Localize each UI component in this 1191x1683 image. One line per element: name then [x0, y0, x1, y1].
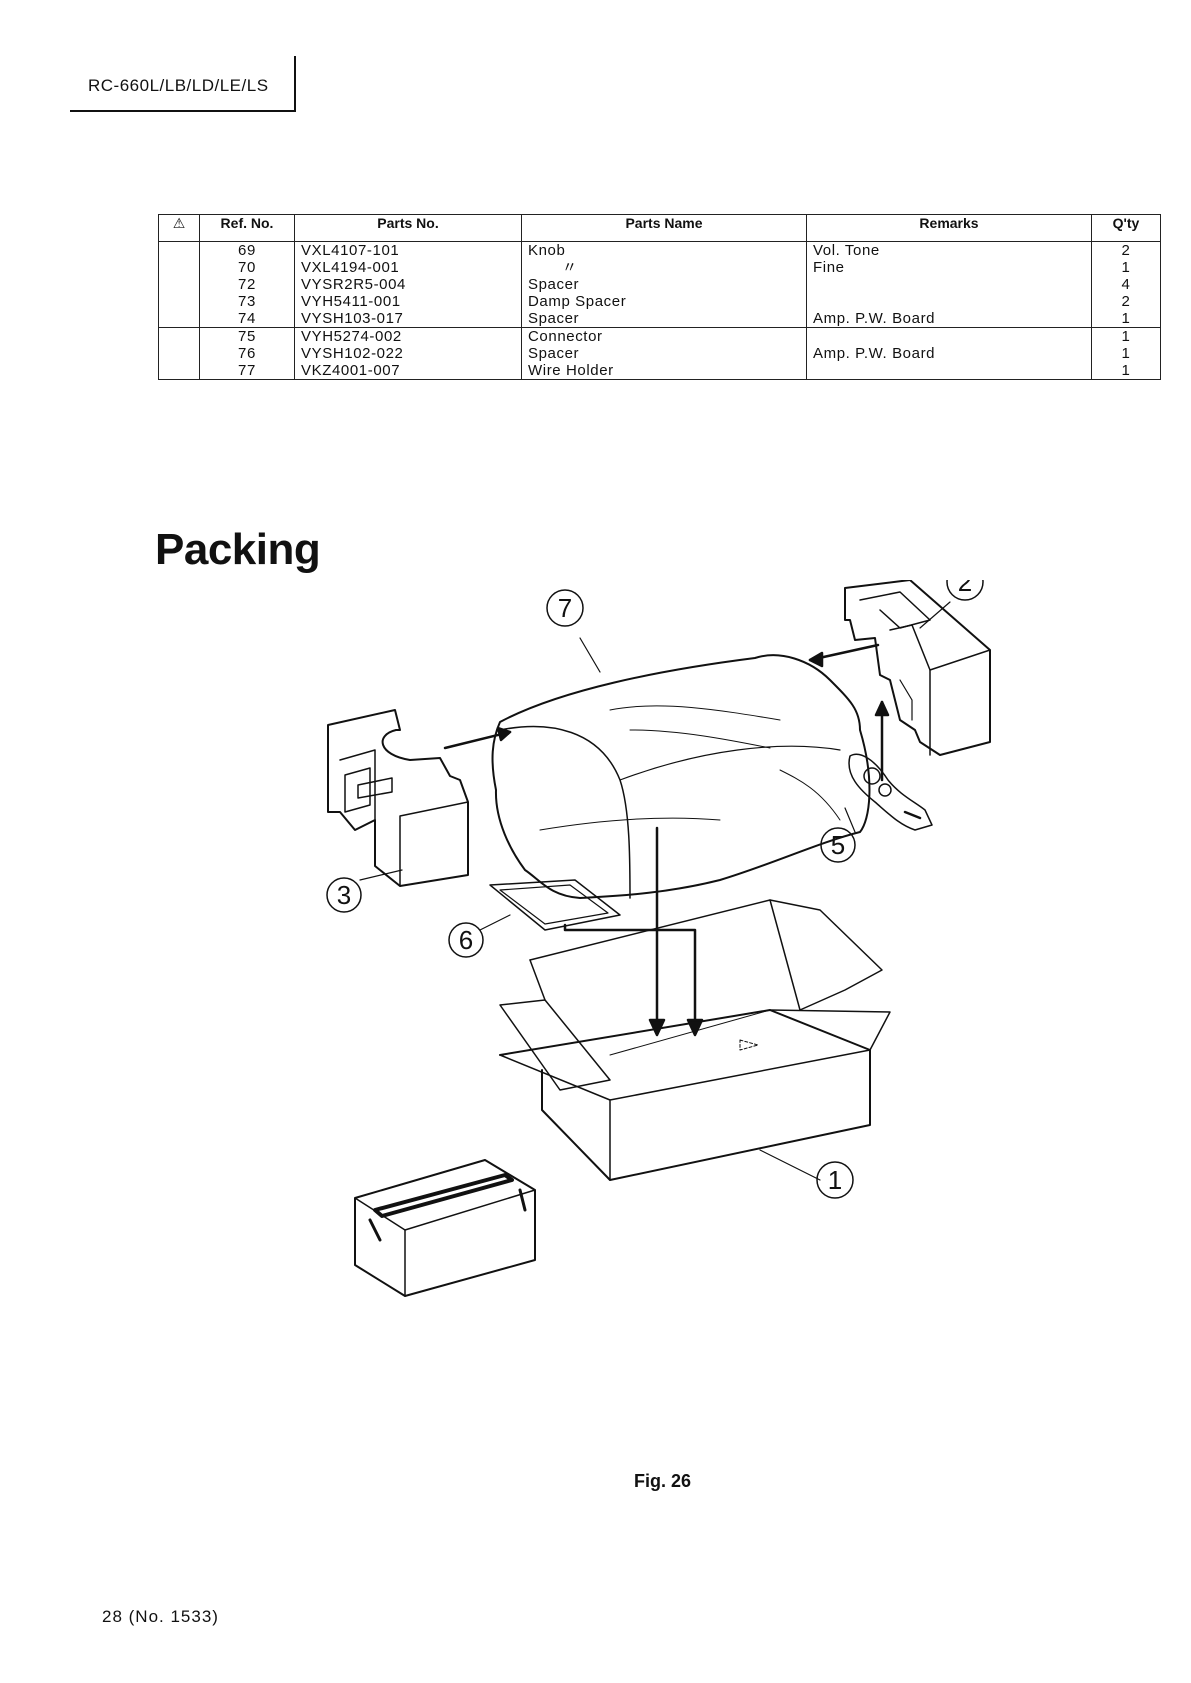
- qty-cell: 2: [1091, 293, 1161, 310]
- part-name-cell: Connector: [521, 327, 807, 345]
- ref-cell: 77: [199, 362, 295, 380]
- warning-cell: [158, 293, 200, 310]
- qty-cell: 4: [1091, 276, 1161, 293]
- figure-caption: Fig. 26: [634, 1471, 692, 1491]
- ref-cell: 70: [199, 259, 295, 276]
- part-name-cell: Damp Spacer: [521, 293, 807, 310]
- callout-markers: [326, 580, 984, 1199]
- right-cushion-illustration: [844, 580, 991, 756]
- remarks-cell: Fine: [806, 259, 1092, 276]
- callout-3-label: 3: [337, 880, 351, 910]
- part-no-cell: VYSH103-017: [294, 310, 522, 328]
- remarks-header: Remarks: [806, 214, 1092, 242]
- qty-cell: 1: [1091, 259, 1161, 276]
- ref-cell: 69: [199, 241, 295, 259]
- qty-cell: 2: [1091, 241, 1161, 259]
- table-row: 77 VKZ4001-007 Wire Holder 1: [158, 362, 1161, 380]
- part-no-cell: VYSR2R5-004: [294, 276, 522, 293]
- part-name-cell: 〃: [521, 259, 807, 276]
- part-no-cell: VYH5411-001: [294, 293, 522, 310]
- callout-5-label: 5: [831, 830, 845, 860]
- warning-cell: [158, 276, 200, 293]
- callout-3-circle: [326, 877, 362, 913]
- parts-name-header: Parts Name: [521, 214, 807, 242]
- model-label: RC-660L/LB/LD/LE/LS: [88, 76, 269, 95]
- ref-cell: 76: [199, 345, 295, 362]
- remarks-cell: Vol. Tone: [806, 241, 1092, 259]
- table-row: 76 VYSH102-022 Spacer Amp. P.W. Board 1: [158, 345, 1161, 362]
- parts-table-header: ⚠ Ref. No. Parts No. Parts Name Remarks …: [158, 214, 1161, 242]
- table-row: 72 VYSR2R5-004 Spacer 4: [158, 276, 1161, 293]
- page-footer: 28 (No. 1533): [102, 1607, 219, 1626]
- warning-cell: [158, 362, 200, 380]
- callout-6-circle: [448, 922, 484, 958]
- callout-7-circle: [546, 589, 584, 627]
- table-row: 70 VXL4194-001 〃 Fine 1: [158, 259, 1161, 276]
- part-name-cell: Spacer: [521, 345, 807, 362]
- qty-cell: 1: [1091, 362, 1161, 380]
- left-cushion-illustration: [327, 709, 469, 887]
- dust-cover-illustration: [491, 654, 871, 899]
- ref-cell: 74: [199, 310, 295, 328]
- qty-cell: 1: [1091, 345, 1161, 362]
- table-row: 69 VXL4107-101 Knob Vol. Tone 2: [158, 241, 1161, 259]
- callout-5-circle: [820, 827, 856, 863]
- part-no-cell: VKZ4001-007: [294, 362, 522, 380]
- part-no-cell: VXL4107-101: [294, 241, 522, 259]
- warning-cell: [158, 241, 200, 259]
- table-row: 74 VYSH103-017 Spacer Amp. P.W. Board 1: [158, 310, 1161, 328]
- ref-no-header: Ref. No.: [199, 214, 295, 242]
- section-title: Packing: [155, 525, 321, 574]
- callout-7-label: 7: [558, 593, 572, 623]
- qty-header: Q'ty: [1091, 214, 1161, 242]
- warning-cell: [158, 327, 200, 345]
- callout-2-label: 2: [958, 580, 972, 597]
- table-row: 75 VYH5274-002 Connector 1: [158, 327, 1161, 345]
- remarks-cell: Amp. P.W. Board: [806, 310, 1092, 328]
- model-header-box: RC-660L/LB/LD/LE/LS: [70, 56, 296, 112]
- callout-1-circle: [816, 1161, 854, 1199]
- warning-cell: [158, 345, 200, 362]
- packed-carton-illustration: [354, 1159, 536, 1297]
- qty-cell: 1: [1091, 327, 1161, 345]
- callout-2-circle: [946, 580, 984, 601]
- part-no-cell: VXL4194-001: [294, 259, 522, 276]
- ref-cell: 72: [199, 276, 295, 293]
- remarks-cell: [806, 327, 1092, 345]
- part-name-cell: Spacer: [521, 310, 807, 328]
- warning-cell: [158, 259, 200, 276]
- warning-column-header: ⚠: [158, 214, 200, 242]
- part-no-cell: VYH5274-002: [294, 327, 522, 345]
- remarks-cell: [806, 362, 1092, 380]
- carton-illustration: [499, 899, 891, 1181]
- packing-diagram: 7 2 3 5 6 1: [326, 580, 991, 1297]
- parts-group-2: 75 VYH5274-002 Connector 1 76 VYSH102-02…: [158, 327, 1161, 380]
- callout-1-label: 1: [828, 1165, 842, 1195]
- table-row: 73 VYH5411-001 Damp Spacer 2: [158, 293, 1161, 310]
- remarks-cell: [806, 276, 1092, 293]
- ref-cell: 75: [199, 327, 295, 345]
- callout-leaders: [359, 601, 951, 1181]
- parts-no-header: Parts No.: [294, 214, 522, 242]
- part-name-cell: Spacer: [521, 276, 807, 293]
- assembly-arrows: [443, 643, 890, 1037]
- power-cord-illustration: [848, 753, 933, 831]
- parts-table: ⚠ Ref. No. Parts No. Parts Name Remarks …: [158, 214, 1161, 380]
- remarks-cell: [806, 293, 1092, 310]
- qty-cell: 1: [1091, 310, 1161, 328]
- part-no-cell: VYSH102-022: [294, 345, 522, 362]
- callout-6-label: 6: [459, 925, 473, 955]
- part-name-cell: Wire Holder: [521, 362, 807, 380]
- parts-group-1: 69 VXL4107-101 Knob Vol. Tone 2 70 VXL41…: [158, 241, 1161, 328]
- manual-bag-illustration: [489, 879, 621, 931]
- remarks-cell: Amp. P.W. Board: [806, 345, 1092, 362]
- ref-cell: 73: [199, 293, 295, 310]
- part-name-cell: Knob: [521, 241, 807, 259]
- warning-cell: [158, 310, 200, 328]
